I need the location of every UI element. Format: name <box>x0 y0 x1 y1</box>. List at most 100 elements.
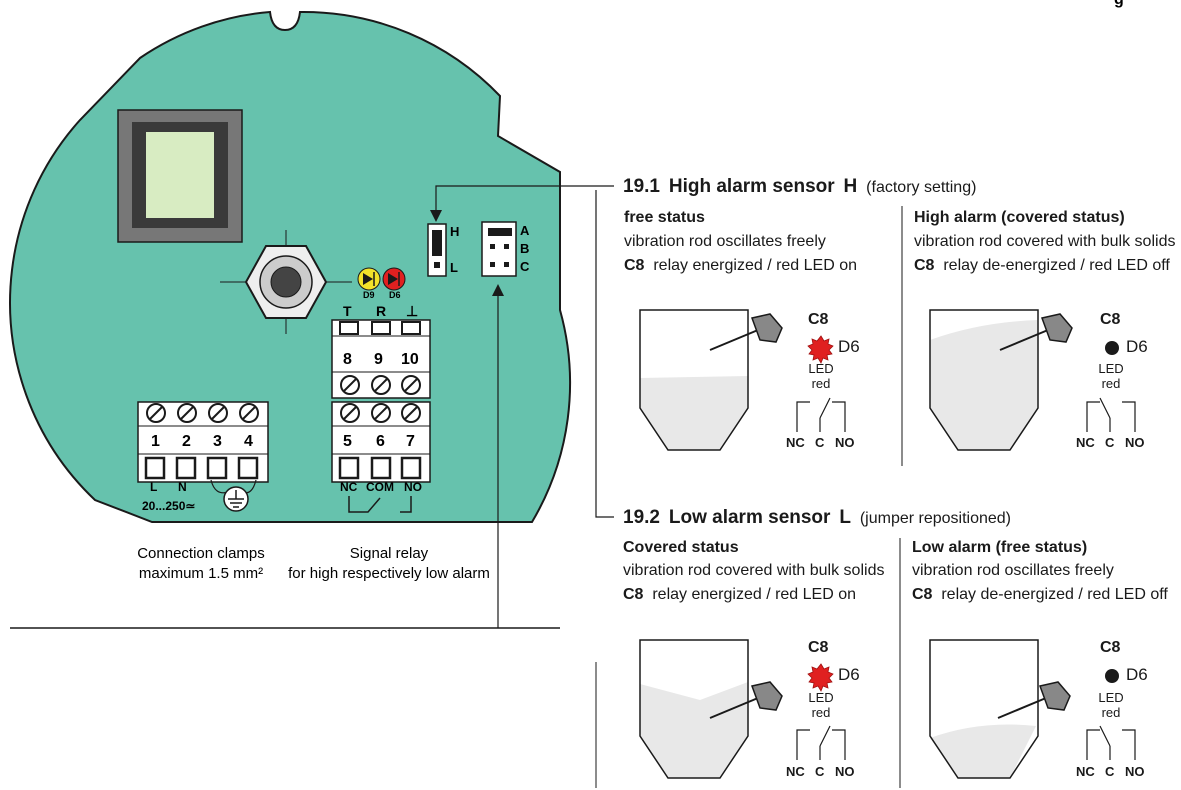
voltage-label: 20...250≃ <box>142 499 195 513</box>
vibration-sensor-icon <box>999 313 1073 351</box>
abc-jumper-block[interactable] <box>481 221 517 277</box>
led-on-icon <box>807 335 834 364</box>
low-right-heading: Low alarm (free status) <box>912 539 1088 556</box>
relay-name: C8 <box>912 586 933 603</box>
relay-top-ground: ⊥ <box>406 303 418 319</box>
relay-name: C8 <box>623 586 644 603</box>
panel-relay-label: C8 <box>1100 639 1121 656</box>
hl-jumper-switch[interactable] <box>427 223 447 277</box>
relay-top-r: R <box>376 303 386 319</box>
vibration-sensor-icon <box>709 681 783 719</box>
status-text: relay de-energized / red LED off <box>941 586 1168 603</box>
power-l-label: L <box>150 480 157 494</box>
relay-caption-line2: for high respectively low alarm <box>288 565 490 582</box>
terminal-no-label: NO <box>1125 435 1145 450</box>
terminal-3: 3 <box>213 433 222 450</box>
clamps-caption-line1: Connection clamps <box>137 545 265 562</box>
low-left-line1: vibration rod covered with bulk solids <box>623 562 885 579</box>
display-window <box>117 109 243 243</box>
high-left-line2: C8 relay energized / red LED on <box>624 254 857 278</box>
silo-icon <box>929 639 1039 779</box>
terminal-c-label: C <box>1105 435 1115 450</box>
relay-switch-energized <box>796 725 846 760</box>
vibration-sensor-icon <box>997 681 1071 719</box>
panel-relay-label: C8 <box>808 311 829 328</box>
section-high-name: High alarm sensor <box>668 176 835 197</box>
terminal-nc-label: NC <box>786 435 805 450</box>
terminal-no-label: NO <box>835 764 855 779</box>
terminal-c-label: C <box>815 764 825 779</box>
led-label-line2: red <box>811 705 831 720</box>
terminal-8: 8 <box>343 351 352 368</box>
terminal-block-lower <box>331 401 431 483</box>
section-low-number: 19.2 <box>623 507 660 528</box>
led-label-line1: LED <box>1098 690 1124 705</box>
relay-no-label: NO <box>404 480 422 494</box>
led-label-line2: red <box>1101 705 1121 720</box>
screw-row-upper <box>340 375 421 395</box>
high-left-line1: vibration rod oscillates freely <box>624 233 826 250</box>
panel-led-name: D6 <box>1126 665 1148 684</box>
terminal-5: 5 <box>343 433 352 450</box>
silo-icon <box>639 639 749 779</box>
section-low-letter: L <box>839 507 851 528</box>
terminal-nc-label: NC <box>786 764 805 779</box>
led-label-line2: red <box>811 376 831 391</box>
relay-com-label: COM <box>366 480 394 494</box>
high-right-heading: High alarm (covered status) <box>914 209 1125 226</box>
terminal-4: 4 <box>244 433 253 450</box>
status-text: relay energized / red LED on <box>653 257 858 274</box>
low-right-line1: vibration rod oscillates freely <box>912 562 1114 579</box>
cable-gland-icon <box>220 230 352 334</box>
silo-icon <box>929 309 1039 451</box>
led-label-line1: LED <box>1098 361 1124 376</box>
section-low-title: 19.2 Low alarm sensor L (jumper repositi… <box>623 506 1011 531</box>
relay-switch-deenergized <box>1086 397 1136 432</box>
low-left-line2: C8 relay energized / red LED on <box>623 583 856 607</box>
high-right-line1: vibration rod covered with bulk solids <box>914 233 1176 250</box>
relay-caption-line1: Signal relay <box>350 545 429 562</box>
section-low-note: (jumper repositioned) <box>859 510 1012 527</box>
page-marker: g <box>1114 0 1124 8</box>
low-right-line2: C8 relay de-energized / red LED off <box>912 583 1168 607</box>
jumper-c-label: C <box>520 259 530 274</box>
silo-icon <box>639 309 749 451</box>
relay-name: C8 <box>624 257 645 274</box>
led-label-line2: red <box>1101 376 1121 391</box>
led-on-icon <box>807 663 834 692</box>
ground-icon <box>210 479 257 512</box>
relay-name: C8 <box>914 257 935 274</box>
terminal-c-label: C <box>1105 764 1115 779</box>
led-d9-icon <box>357 267 381 291</box>
circuit-board: D9 D6 H L A B C <box>9 10 614 629</box>
terminal-10: 10 <box>401 351 419 368</box>
relay-switch-deenergized <box>1086 725 1136 760</box>
panel-low-free <box>929 639 1071 779</box>
high-right-line2: C8 relay de-energized / red LED off <box>914 254 1170 278</box>
terminal-no-label: NO <box>1125 764 1145 779</box>
terminal-2: 2 <box>182 433 191 450</box>
relay-switch-energized <box>796 397 846 432</box>
terminal-7: 7 <box>406 433 415 450</box>
vibration-sensor-icon <box>709 313 783 351</box>
terminal-block-power <box>137 401 269 483</box>
led-d6-icon <box>382 267 406 291</box>
led-d9-label: D9 <box>363 290 375 300</box>
status-text: relay de-energized / red LED off <box>943 257 1170 274</box>
terminal-9: 9 <box>374 351 383 368</box>
switch-h-label: H <box>450 224 459 239</box>
panel-led-name: D6 <box>1126 337 1148 356</box>
panel-led-name: D6 <box>838 337 860 356</box>
status-text: relay energized / red LED on <box>652 586 857 603</box>
terminal-no-label: NO <box>835 435 855 450</box>
panel-high-free <box>639 309 783 451</box>
low-left-heading: Covered status <box>623 539 739 556</box>
high-left-heading: free status <box>624 209 705 226</box>
switch-l-label: L <box>450 260 458 275</box>
section-high-note: (factory setting) <box>866 179 977 196</box>
section-high-title: 19.1 High alarm sensor H (factory settin… <box>623 175 976 200</box>
led-off-icon <box>1105 341 1119 355</box>
